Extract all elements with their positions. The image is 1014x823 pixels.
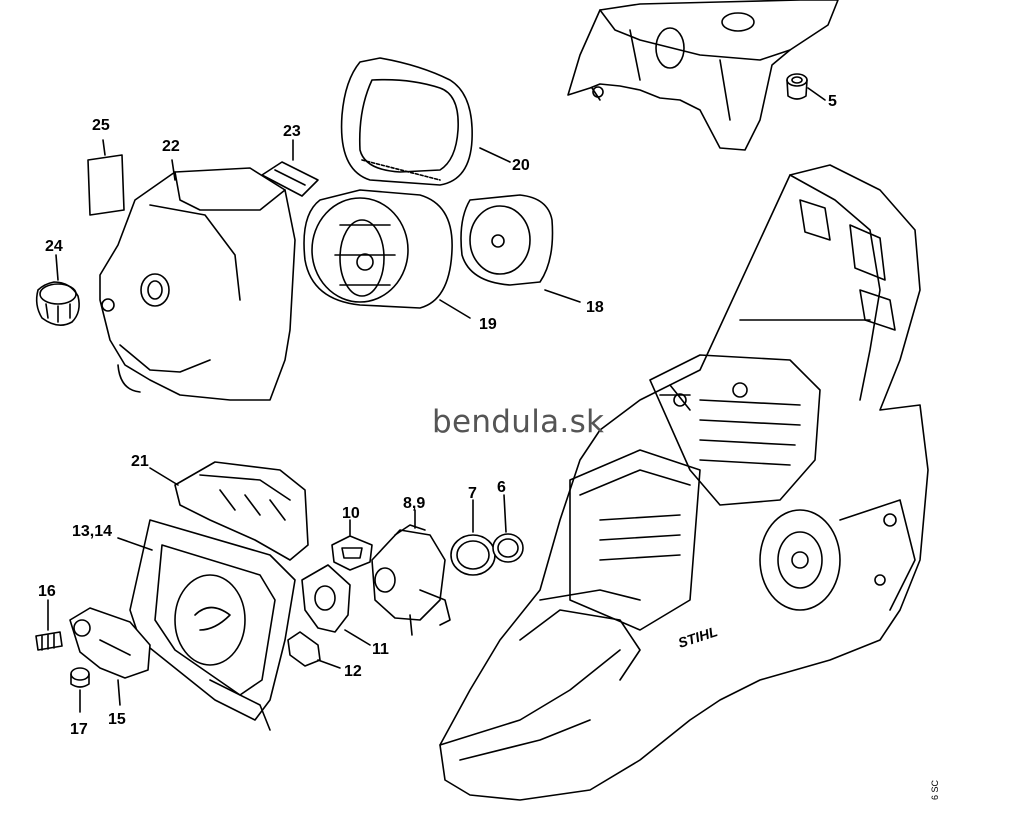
callout-5: 5 (828, 93, 837, 110)
grommet-part (786, 73, 826, 101)
label-plate-part (87, 139, 125, 216)
carburetor-part (371, 509, 451, 636)
ring-part (492, 494, 524, 563)
callout-12: 12 (344, 663, 362, 680)
intake-manifold-part (149, 461, 309, 561)
fitting-part (287, 631, 341, 669)
twist-lock-knob-part (35, 254, 80, 326)
nut-part (70, 667, 90, 713)
carburetor-housing-part (117, 519, 296, 731)
plate-part (301, 564, 371, 646)
callout-22: 22 (162, 138, 180, 155)
callout-20: 20 (512, 157, 530, 174)
clip-part (261, 139, 319, 197)
watermark-text: bendula.sk (432, 404, 605, 440)
callout-8-9: 8,9 (403, 495, 425, 512)
engine-housing (439, 164, 929, 801)
callout-labels: 5 6 7 8,9 10 11 12 13,14 15 16 17 18 19 … (38, 93, 837, 738)
callout-6: 6 (497, 479, 506, 496)
filter-cover-part (460, 194, 581, 303)
callout-13-14: 13,14 (72, 523, 112, 540)
callout-24: 24 (45, 238, 63, 255)
bracket-part (69, 607, 151, 706)
callout-16: 16 (38, 583, 56, 600)
drawing-code: 6 SC (930, 779, 940, 800)
stud-part (35, 599, 63, 651)
top-shroud (567, 0, 839, 151)
callout-23: 23 (283, 123, 301, 140)
callout-25: 25 (92, 117, 110, 134)
gasket-part (331, 519, 373, 571)
ring-gasket-part (450, 499, 496, 576)
callout-19: 19 (479, 316, 497, 333)
callout-7: 7 (468, 485, 477, 502)
callout-10: 10 (342, 505, 360, 522)
filter-band-part (340, 57, 511, 186)
air-filter-part (303, 189, 471, 319)
callout-18: 18 (586, 299, 604, 316)
callout-15: 15 (108, 711, 126, 728)
shroud-cover-part (99, 159, 296, 401)
callout-21: 21 (131, 453, 149, 470)
callout-11: 11 (372, 641, 389, 658)
callout-17: 17 (70, 721, 88, 738)
